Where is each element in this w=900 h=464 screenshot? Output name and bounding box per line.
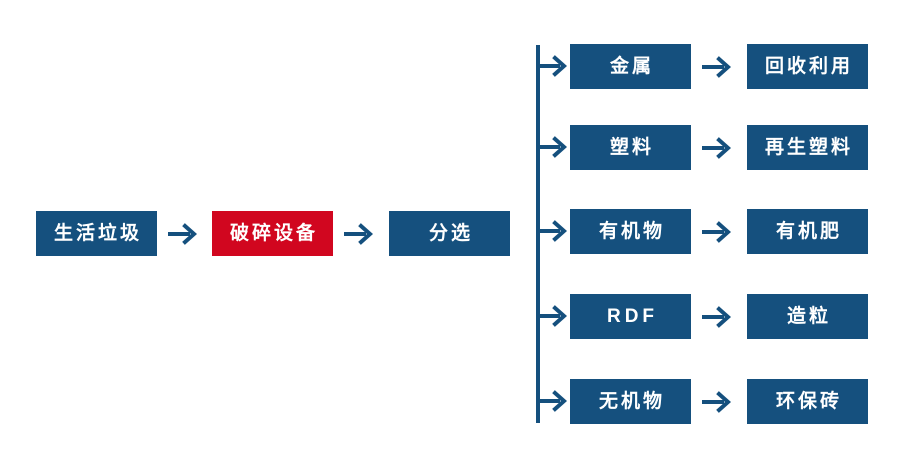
right-arrow-icon [344, 219, 374, 248]
node-fraction-metal[interactable]: 金属 [570, 44, 691, 89]
right-arrow-icon [702, 302, 732, 331]
node-sorting[interactable]: 分选 [389, 211, 510, 256]
right-arrow-icon [702, 217, 732, 246]
right-arrow-icon [168, 219, 198, 248]
node-product-eco-brick[interactable]: 环保砖 [747, 379, 868, 424]
right-arrow-icon [702, 133, 732, 162]
node-waste[interactable]: 生活垃圾 [36, 211, 157, 256]
node-fraction-rdf[interactable]: RDF [570, 294, 691, 339]
branch-arrow-icon [538, 218, 568, 244]
node-fraction-plastic[interactable]: 塑料 [570, 125, 691, 170]
branch-arrow-icon [538, 53, 568, 79]
branch-arrow-icon [538, 388, 568, 414]
vertical-connector-bus [536, 45, 540, 423]
branch-arrow-icon [538, 134, 568, 160]
right-arrow-icon [702, 387, 732, 416]
node-product-pelletizing[interactable]: 造粒 [747, 294, 868, 339]
node-product-regenerated-plastic[interactable]: 再生塑料 [747, 125, 868, 170]
node-fraction-organic[interactable]: 有机物 [570, 209, 691, 254]
node-shredder[interactable]: 破碎设备 [212, 211, 333, 256]
node-product-recycling[interactable]: 回收利用 [747, 44, 868, 89]
branch-arrow-icon [538, 303, 568, 329]
node-product-organic-fertilizer[interactable]: 有机肥 [747, 209, 868, 254]
node-fraction-inorganic[interactable]: 无机物 [570, 379, 691, 424]
right-arrow-icon [702, 52, 732, 81]
